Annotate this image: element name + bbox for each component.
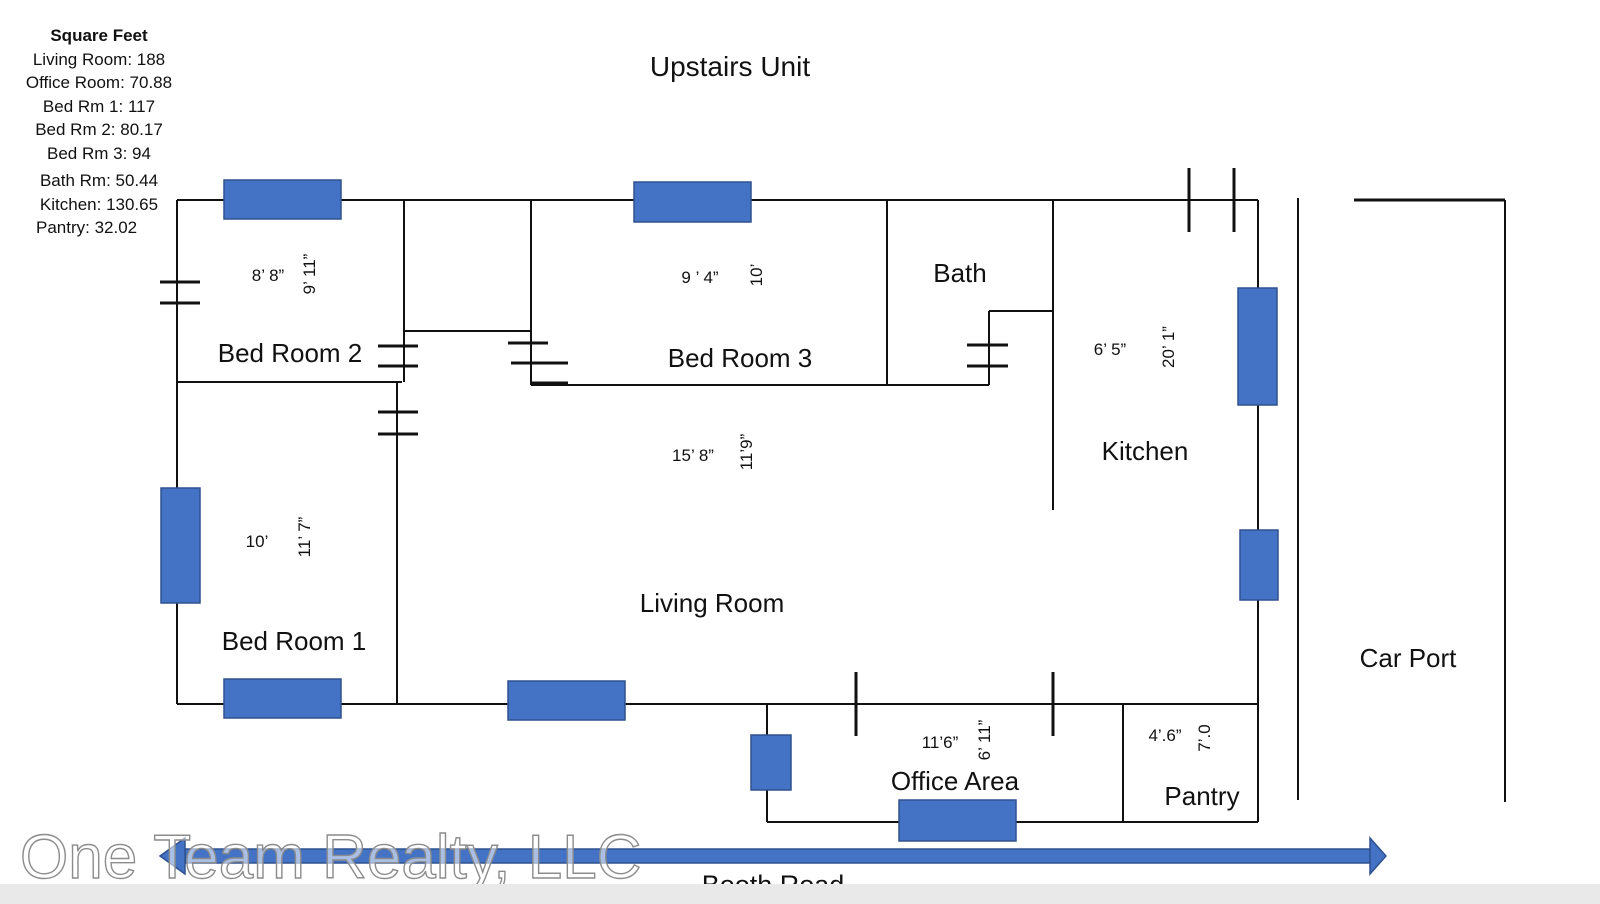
sqft-row: Bath Rm: 50.44 bbox=[39, 171, 159, 190]
dimension-width: 6’ 5” bbox=[1094, 340, 1127, 359]
dimension-height: 11’9” bbox=[737, 433, 756, 470]
window bbox=[160, 487, 201, 604]
road-arrow-right-head bbox=[1369, 836, 1388, 876]
sqft-row: Bed Rm 2: 80.17 bbox=[35, 120, 163, 139]
room-label-bed-room-3: Bed Room 3 bbox=[668, 343, 813, 373]
square-feet-heading: Square Feet bbox=[50, 26, 148, 45]
window bbox=[1239, 529, 1279, 601]
window bbox=[633, 181, 752, 223]
dimension-height: 11’ 7” bbox=[295, 516, 314, 557]
sqft-row: Bed Rm 1: 117 bbox=[42, 96, 156, 116]
road-arrow-left-head bbox=[158, 836, 186, 876]
dimension-height: 7’.0 bbox=[1195, 724, 1214, 751]
sqft-row: Kitchen: 130.65 bbox=[39, 194, 159, 214]
square-feet-table: Square Feet Living Room: 188 Office Room… bbox=[18, 24, 180, 240]
dimension-width: 11’6” bbox=[922, 733, 959, 752]
sqft-row: Bed Rm 3: 94 bbox=[47, 143, 151, 163]
dimension-height: 10’ bbox=[747, 264, 766, 287]
doors bbox=[160, 168, 1236, 736]
dimension-width: 10’ bbox=[246, 532, 269, 551]
room-label-office-area: Office Area bbox=[891, 766, 1020, 796]
window bbox=[750, 734, 792, 791]
sqft-row: Living Room: 188 bbox=[32, 49, 166, 69]
dimension-height: 6’ 11” bbox=[975, 719, 994, 760]
window bbox=[507, 680, 626, 721]
watermark: One Team Realty, LLC bbox=[20, 823, 641, 892]
window bbox=[898, 799, 1017, 842]
dimension-width: 9 ’ 4” bbox=[681, 268, 719, 287]
window bbox=[223, 678, 342, 719]
plan-title: Upstairs Unit bbox=[650, 51, 810, 82]
room-label-bath: Bath bbox=[933, 258, 987, 288]
room-label-car-port: Car Port bbox=[1360, 643, 1458, 673]
sqft-row: Office Room: 70.88 bbox=[25, 73, 173, 92]
room-label-living-room: Living Room bbox=[640, 588, 785, 618]
dimension-height: 20’ 1” bbox=[1159, 326, 1178, 368]
room-label-pantry: Pantry bbox=[1164, 781, 1239, 811]
dimension-width: 15’ 8” bbox=[672, 446, 714, 465]
sqft-row: Pantry: 32.02 bbox=[36, 218, 138, 237]
room-label-bed-room-1: Bed Room 1 bbox=[222, 626, 367, 656]
room-label-bed-room-2: Bed Room 2 bbox=[218, 338, 363, 368]
room-label-kitchen: Kitchen bbox=[1102, 436, 1189, 466]
road-arrow bbox=[158, 836, 1388, 876]
window bbox=[1237, 287, 1278, 406]
dimension-width: 8’ 8” bbox=[252, 266, 285, 285]
dimension-width: 4’.6” bbox=[1148, 726, 1181, 745]
dimension-height: 9’ 11” bbox=[300, 253, 319, 294]
window bbox=[223, 179, 342, 220]
windows bbox=[160, 179, 1279, 842]
walls bbox=[176, 198, 1506, 823]
bottom-strip bbox=[0, 884, 1600, 904]
